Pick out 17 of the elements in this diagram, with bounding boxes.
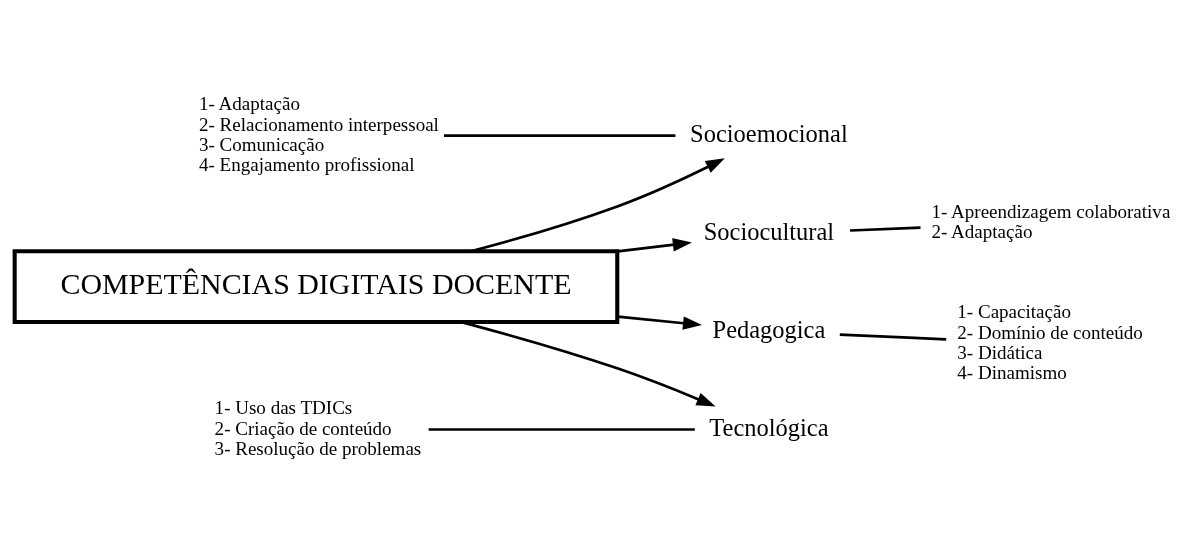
node-text: 1- Adaptação 2- Relacionamento interpessoal 3- Comunicação 4- Engajamento profissional [198,93,439,176]
connector [443,134,676,138]
arrow [617,315,703,330]
arrow [470,158,725,253]
arrow [461,320,716,407]
node-text: Tecnológica [709,413,829,441]
node-box: COMPETÊNCIAS DIGITAIS DOCENTE [12,249,620,325]
connector [428,428,695,431]
connector [839,333,947,341]
arrow [617,238,692,253]
node-text: Pedagogica [712,315,826,343]
connector [849,226,921,232]
node-text: Socioemocional [690,119,848,147]
node-text: 1- Uso das TDICs 2- Criação de conteúdo 3- Resolução de problemas [214,397,422,459]
node-text: Sociocultural [703,217,835,245]
node-text: 1- Apreendizagem colaborativa 2- Adaptação [931,200,1171,242]
node-text: 1- Capacitação 2- Domínio de conteúdo 3- Didática 4- Dinamismo [957,301,1143,384]
